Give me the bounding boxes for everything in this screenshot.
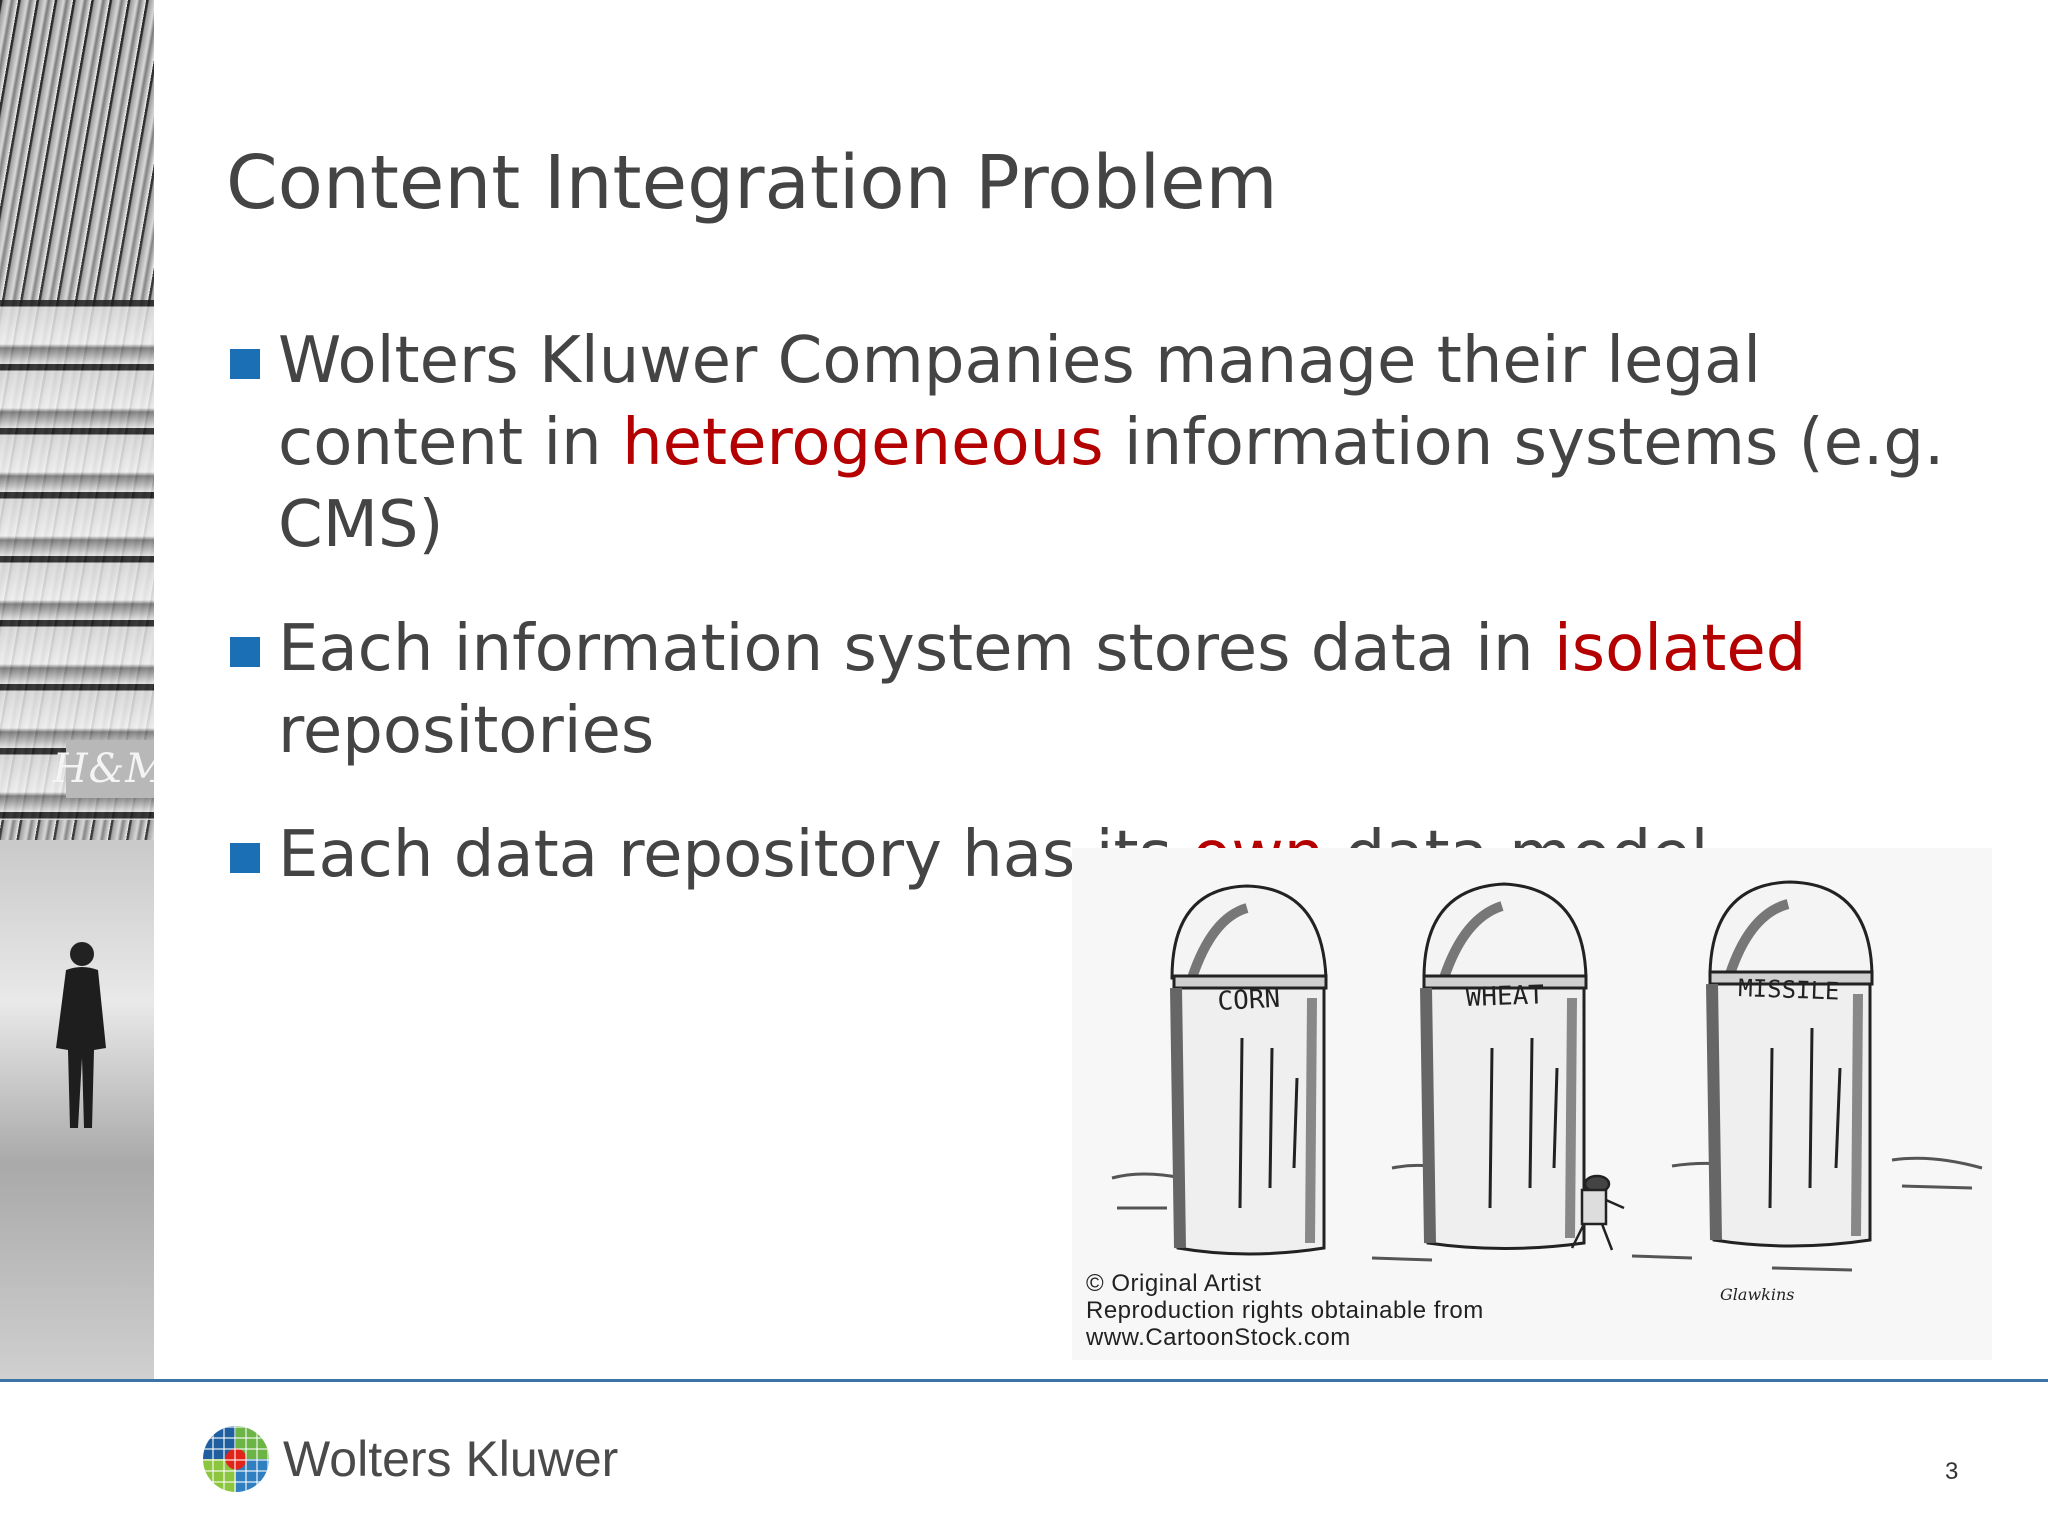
- wolters-kluwer-logo-icon: [203, 1426, 269, 1492]
- silo-label: CORN: [1217, 984, 1281, 1017]
- farmer-figure: [1570, 1174, 1625, 1251]
- bullet-text: Each data repository has its: [278, 818, 1193, 892]
- bullet-item: Wolters Kluwer Companies manage their le…: [226, 320, 1986, 566]
- page-number: 3: [1945, 1458, 1959, 1485]
- footer-divider: [0, 1379, 2048, 1382]
- bullet-marker-icon: [230, 349, 260, 379]
- credit-line: www.CartoonStock.com: [1086, 1324, 1351, 1351]
- bullet-item: Each information system stores data in i…: [226, 608, 1986, 772]
- silo-label: WHEAT: [1465, 980, 1545, 1013]
- silo-label: MISSILE: [1738, 974, 1840, 1006]
- silo-wheat: [1420, 882, 1588, 1250]
- bullet-highlight: heterogeneous: [622, 406, 1104, 480]
- logo-text: Wolters Kluwer: [283, 1431, 619, 1487]
- building-photo: H&M: [0, 0, 154, 1380]
- artist-signature: Glawkins: [1720, 1285, 1794, 1304]
- credit-line: © Original Artist: [1086, 1270, 1262, 1297]
- wolters-kluwer-logo: Wolters Kluwer: [203, 1424, 618, 1494]
- cartoon-drawing: CORN WHEAT MISSILE Glawkins: [1111, 880, 1983, 1304]
- bullet-list: Wolters Kluwer Companies manage their le…: [226, 320, 1986, 938]
- bullet-marker-icon: [230, 637, 260, 667]
- silo-corn: [1170, 884, 1328, 1256]
- bullet-text: repositories: [278, 694, 655, 768]
- bullet-text: Wolters Kluwer Companies manage their le…: [278, 324, 1761, 480]
- photo-floors: [0, 300, 154, 820]
- bullet-text: Each information system stores data in: [278, 612, 1554, 686]
- silo-cartoon: CORN WHEAT MISSILE Glawkins © Original A…: [1072, 848, 1992, 1360]
- bullet-marker-icon: [230, 843, 260, 873]
- bullet-text: information systems (e.g. CMS): [278, 406, 1945, 562]
- walking-person-icon: [56, 942, 106, 1128]
- credit-line: Reproduction rights obtainable from: [1086, 1297, 1484, 1324]
- shop-sign: H&M: [53, 740, 154, 798]
- silo-missile: [1706, 880, 1874, 1248]
- cartoon-credit: © Original Artist Reproduction rights ob…: [1086, 1270, 1484, 1351]
- bullet-highlight: isolated: [1553, 612, 1807, 686]
- slide-title: Content Integration Problem: [226, 140, 1278, 226]
